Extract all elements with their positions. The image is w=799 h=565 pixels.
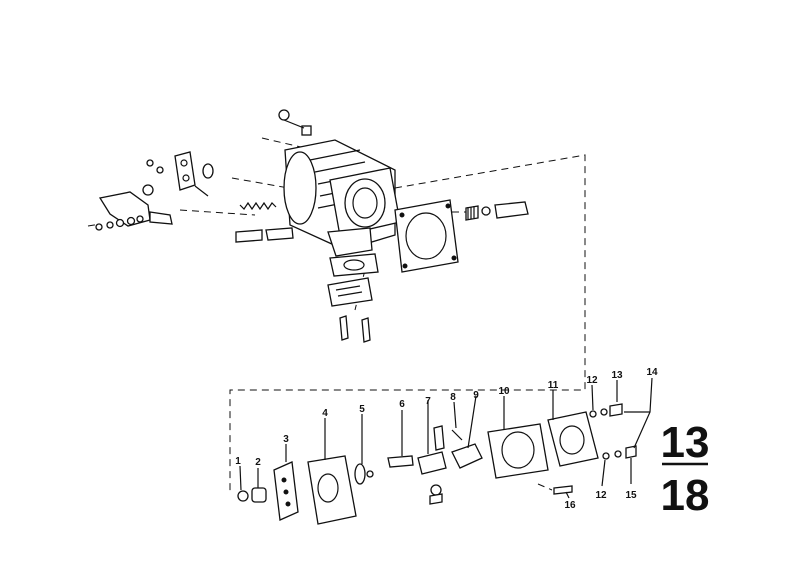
callout-4: 4 (322, 408, 328, 419)
callout-11: 11 (548, 380, 559, 391)
callout-5: 5 (359, 404, 365, 415)
lower-gaskets (327, 253, 379, 343)
callout-12-lower: 12 (595, 490, 607, 501)
throttle-linkage (95, 151, 294, 243)
callout-7: 7 (425, 396, 431, 407)
flange-gasket (394, 199, 459, 273)
lower-parts-row (237, 403, 637, 525)
group-sub-number: 18 (661, 471, 710, 520)
leader-lines (239, 377, 653, 499)
callout-1: 1 (235, 456, 241, 467)
group-main-number: 13 (661, 418, 710, 467)
adjusting-screw-right (465, 201, 529, 221)
callout-9: 9 (473, 390, 479, 401)
callout-16: 16 (564, 500, 576, 511)
callout-2: 2 (255, 457, 261, 468)
throttle-housing (278, 109, 401, 257)
callout-15: 15 (625, 490, 637, 501)
callout-8: 8 (450, 392, 456, 403)
callout-10: 10 (498, 386, 510, 397)
callout-3: 3 (283, 434, 289, 445)
group-number: 13 18 (661, 418, 710, 520)
callout-labels: 1 2 3 4 5 6 7 8 9 10 11 12 13 14 12 15 1… (235, 367, 658, 511)
callout-12-upper: 12 (586, 375, 598, 386)
callout-14: 14 (646, 367, 658, 378)
callout-13: 13 (611, 370, 623, 381)
callout-6: 6 (399, 399, 405, 410)
